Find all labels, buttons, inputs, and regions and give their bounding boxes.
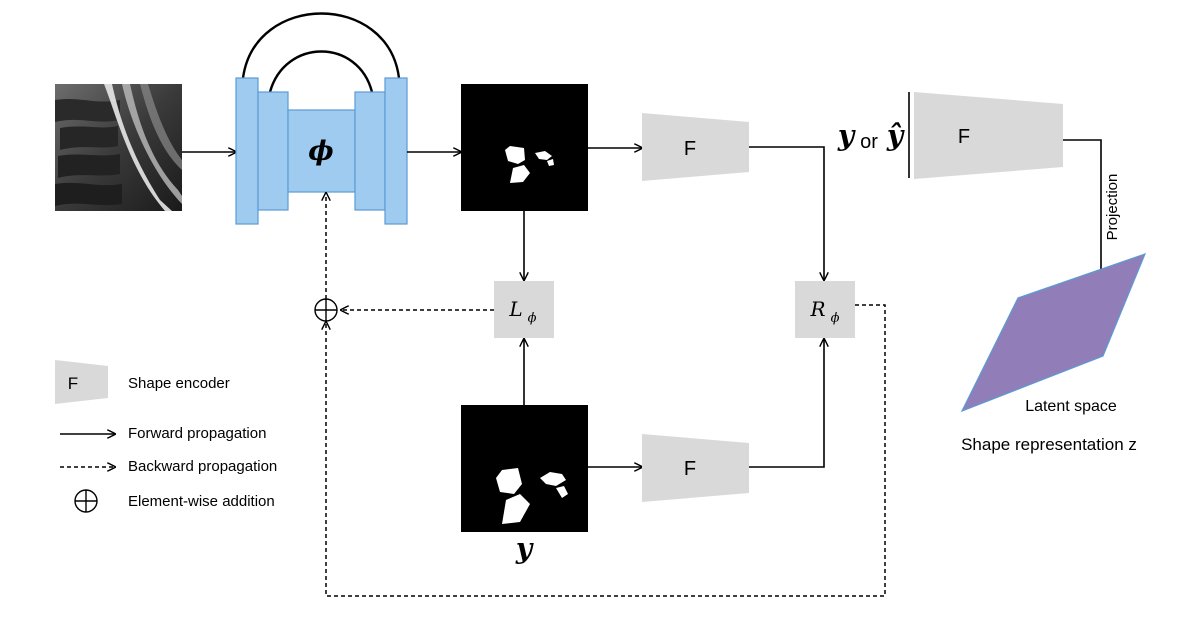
- svg-text:R: R: [809, 297, 825, 321]
- svg-text:ϕ: ϕ: [831, 311, 840, 326]
- encoder-input-label: y or ŷ: [837, 119, 905, 153]
- svg-text:Forward propagation: Forward propagation: [128, 425, 266, 442]
- svg-text:ŷ: ŷ: [886, 119, 905, 152]
- legend: F Shape encoder Forward propagation Back…: [55, 360, 277, 513]
- encoder-block-1: [235, 77, 259, 225]
- ground-truth-label: y: [515, 532, 534, 565]
- svg-text:L: L: [508, 297, 522, 321]
- svg-text:y: y: [837, 119, 856, 152]
- legend-shape-encoder: F Shape encoder: [55, 360, 230, 404]
- network-parameter-label: ϕ: [308, 136, 333, 167]
- addition-symbol: [314, 298, 338, 322]
- bottleneck-block: [287, 109, 356, 193]
- svg-text:ϕ: ϕ: [528, 311, 537, 326]
- shape-encoder-ground-truth: F: [642, 434, 749, 502]
- legend-backward: Backward propagation: [60, 458, 277, 475]
- segmentation-network: ϕ: [235, 12, 408, 225]
- mri-input-image: [55, 84, 182, 211]
- decoder-block-1: [354, 91, 386, 211]
- projection-label: Projection: [1104, 174, 1121, 241]
- arrow-encoder-to-regularizer: [749, 146, 824, 280]
- arrow-ground-truth-encoder-to-regularizer: [749, 339, 824, 468]
- svg-text:F: F: [684, 138, 696, 160]
- svg-text:Shape encoder: Shape encoder: [128, 375, 230, 392]
- ground-truth-mask-image: [461, 405, 588, 532]
- encoder-block-2: [257, 91, 289, 211]
- svg-text:F: F: [68, 374, 78, 393]
- svg-text:or: or: [860, 131, 878, 153]
- shape-encoder-prediction: F: [642, 113, 749, 181]
- predicted-mask-image: [461, 84, 588, 211]
- svg-text:Element-wise addition: Element-wise addition: [128, 493, 275, 510]
- legend-forward: Forward propagation: [60, 425, 266, 442]
- shape-encoder-latent: F: [914, 92, 1063, 179]
- arrow-projection: [1063, 139, 1101, 282]
- latent-space-label: Latent space: [1025, 398, 1117, 415]
- legend-addition: Element-wise addition: [74, 489, 275, 513]
- svg-text:F: F: [684, 458, 696, 480]
- segmentation-loss-node: L ϕ: [494, 281, 554, 338]
- svg-text:Backward propagation: Backward propagation: [128, 458, 277, 475]
- shape-representation-label: Shape representation z: [961, 435, 1137, 454]
- decoder-block-2: [384, 77, 408, 225]
- shape-regularizer-node: R ϕ: [795, 281, 855, 338]
- svg-text:F: F: [958, 126, 970, 148]
- backward-regularizer-to-addition: [326, 304, 886, 597]
- latent-space-plane: [960, 252, 1147, 413]
